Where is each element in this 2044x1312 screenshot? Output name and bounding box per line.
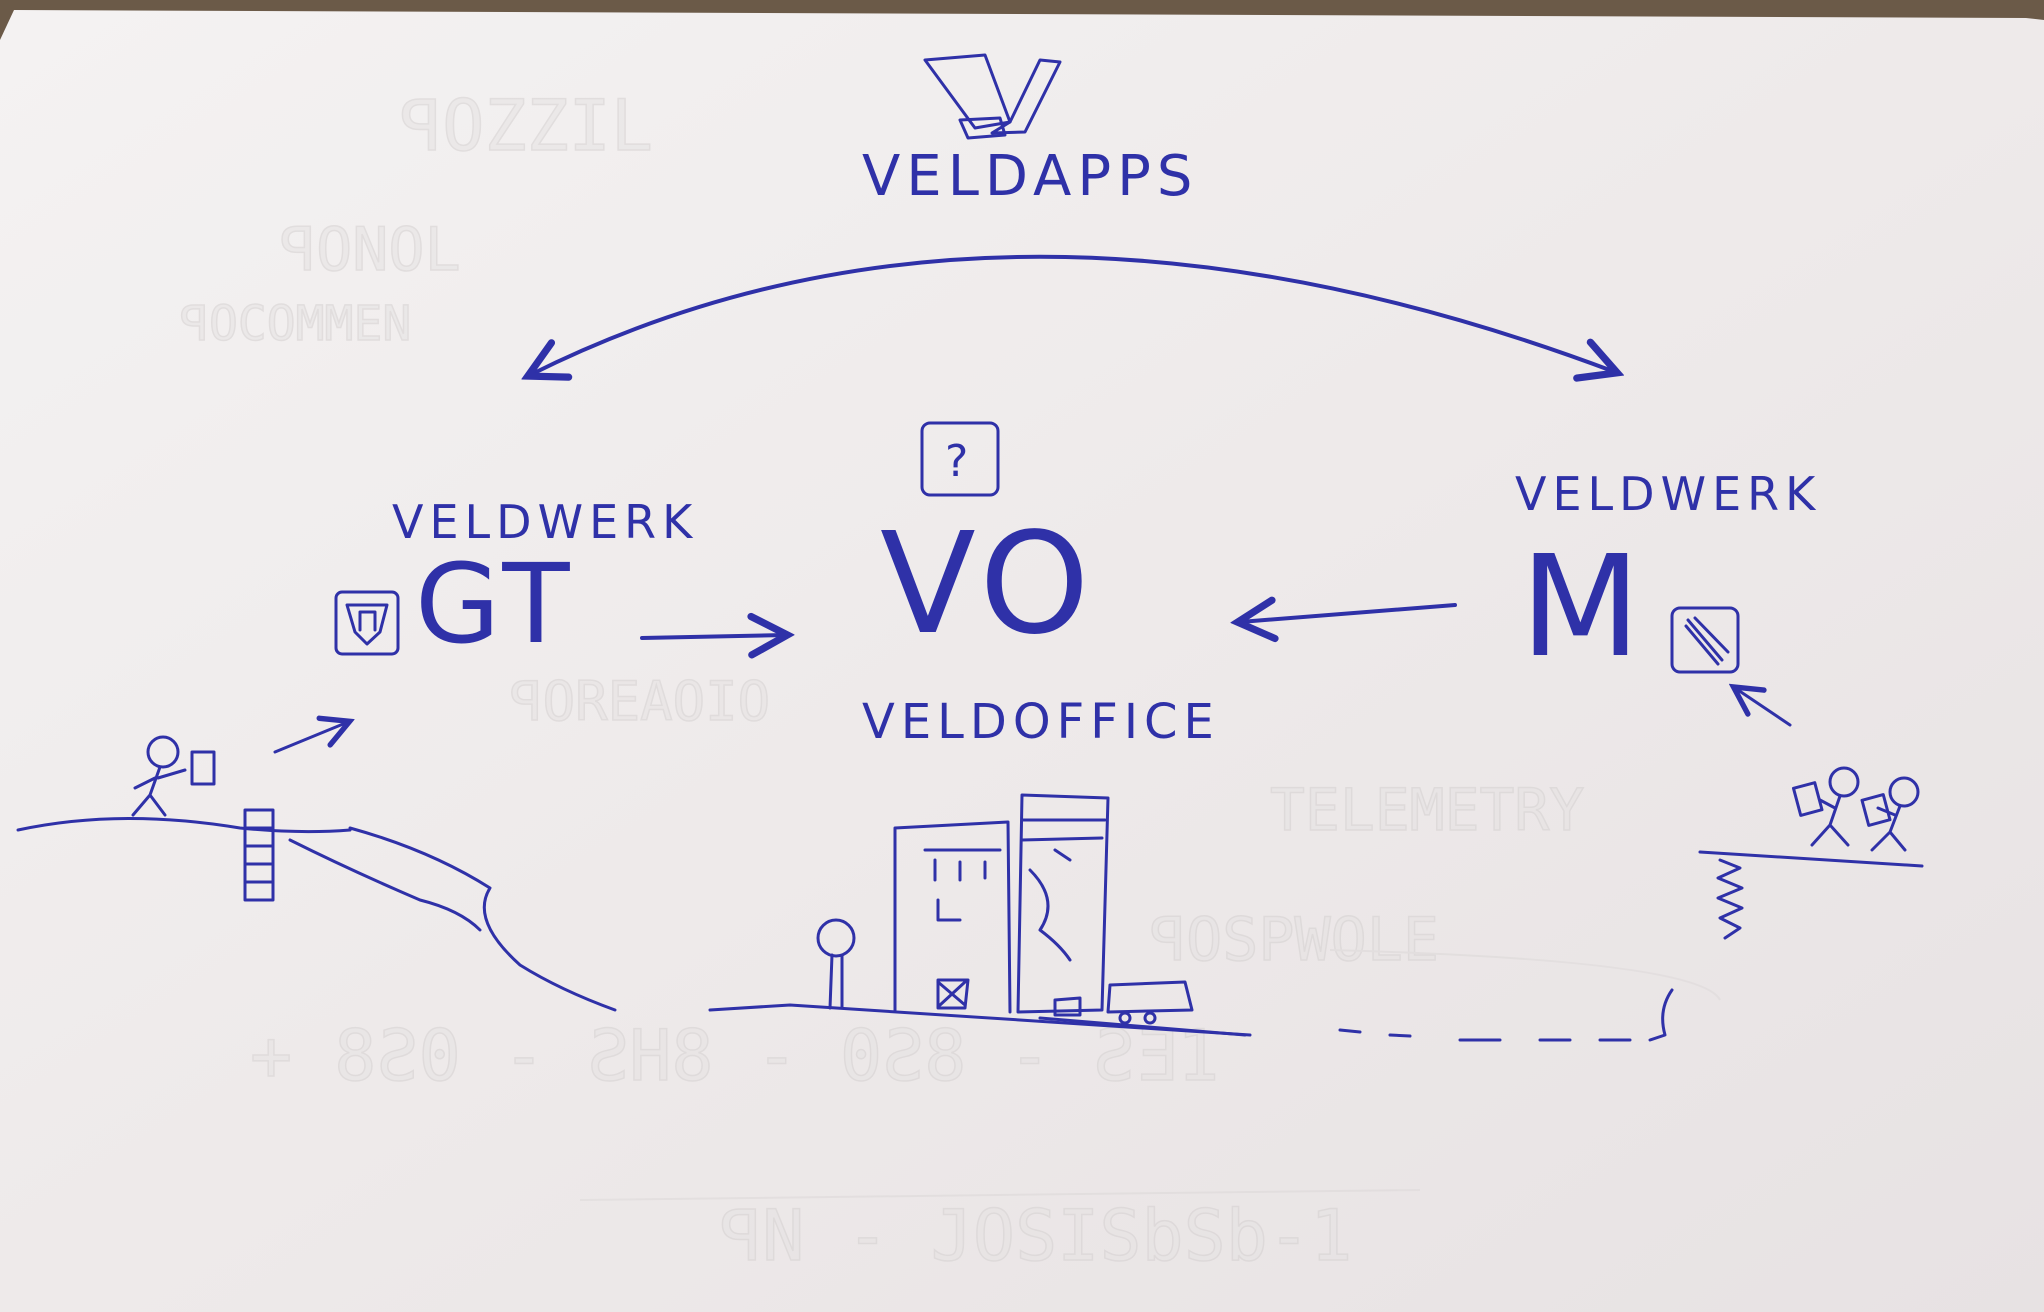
svg-text:ꟼONOL: ꟼONOL <box>280 215 461 285</box>
m-app-code: M <box>1520 526 1647 689</box>
veldoffice-label: VELDOFFICE <box>862 694 1220 750</box>
right-veldwerk-label: VELDWERK <box>1515 467 1821 521</box>
paper-sheet <box>0 10 2044 1312</box>
svg-text:ꟼOSPWOLE: ꟼOSPWOLE <box>1150 905 1439 975</box>
m-to-vo-arrow <box>1240 605 1457 622</box>
svg-text:ꟼN - JOSISbSb-1: ꟼN - JOSISbSb-1 <box>720 1195 1352 1277</box>
veldapps-double-arrow <box>530 254 1615 375</box>
svg-text:TELEMETRY: TELEMETRY <box>1270 776 1584 844</box>
vo-center-code: VO <box>880 503 1096 666</box>
gt-app-icon <box>334 590 400 656</box>
right-field-arrow <box>1735 688 1792 727</box>
svg-text:ꟼOZZIL: ꟼOZZIL <box>400 85 653 167</box>
svg-text:ꟼOREAOIO: ꟼOREAOIO <box>510 670 770 733</box>
veldoffice-building-icon <box>708 793 1252 1037</box>
embossed-impressions: ꟼOZZIL ꟼONOL ꟼOCOMMEN ꟼOREAOIO TELEMETRY… <box>179 84 1721 1278</box>
veldapps-logo-icon <box>923 53 1062 140</box>
veldapps-title: VELDAPPS <box>862 144 1198 209</box>
left-field-arrow <box>273 722 348 754</box>
svg-text:+ 8Ƨ0 - ƧH8 - 0Ƨ8 - ƧƎ1: + 8Ƨ0 - ƧH8 - 0Ƨ8 - ƧƎ1 <box>250 1015 1219 1097</box>
question-mark: ? <box>945 436 974 487</box>
question-icon <box>920 421 1000 497</box>
m-app-icon <box>1670 606 1740 674</box>
gt-app-code: GT <box>415 540 576 668</box>
left-veldwerk-label: VELDWERK <box>392 495 698 549</box>
svg-text:ꟼOCOMMEN: ꟼOCOMMEN <box>180 296 411 352</box>
left-field-worker-icon <box>131 735 216 817</box>
left-terrain-icon <box>16 808 617 1012</box>
right-field-workers-icon <box>1338 766 1924 1042</box>
gt-to-vo-arrow <box>640 635 785 638</box>
